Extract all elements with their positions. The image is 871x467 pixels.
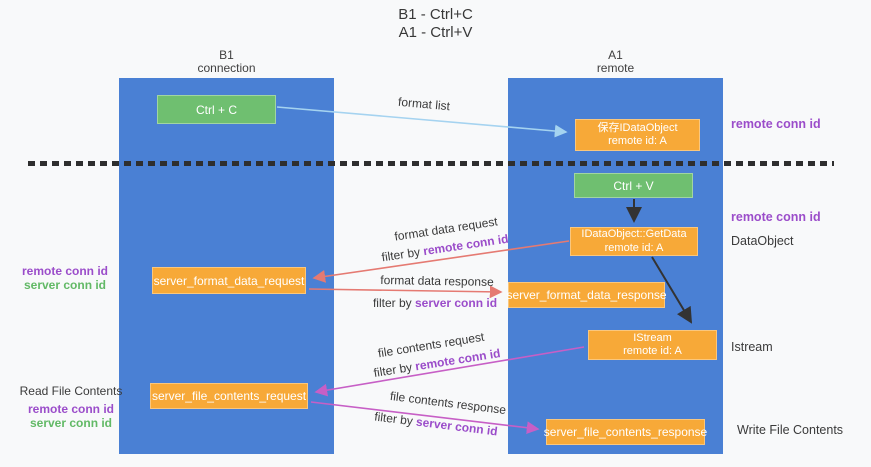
diagram-title: B1 - Ctrl+C A1 - Ctrl+V — [0, 6, 871, 42]
lane-a1-name: A1 — [608, 48, 623, 62]
filter-by-text: filter by — [380, 244, 421, 265]
node-server-format-data-request: server_format_data_request — [152, 267, 306, 294]
lane-header-b1: B1 connection — [119, 49, 334, 75]
title-line-1: B1 - Ctrl+C — [398, 6, 473, 23]
lane-b1-name: B1 — [219, 48, 234, 62]
left-read-file-contents: Read File Contents — [19, 384, 123, 398]
node-istream-line1: IStream — [633, 331, 672, 344]
node-file-request-label: server_file_contents_request — [151, 389, 307, 403]
arrow-format-data-response — [308, 285, 503, 299]
node-ctrl-v: Ctrl + V — [574, 173, 693, 198]
left-server-conn-id-1: server conn id — [23, 278, 107, 292]
lane-a1-role: remote — [596, 61, 635, 75]
node-file-response-label: server_file_contents_response — [543, 425, 708, 439]
node-format-response-label: server_format_data_response — [506, 288, 667, 302]
filter-by-text: filter by — [372, 296, 412, 310]
filter-server-conn-id: server conn id — [415, 296, 498, 310]
node-server-format-data-response: server_format_data_response — [506, 282, 667, 308]
filter-by-text: filter by — [372, 360, 414, 380]
node-format-request-label: server_format_data_request — [153, 273, 305, 288]
node-ctrl-v-label: Ctrl + V — [613, 178, 654, 193]
node-save-dataobject: 保存IDataObject remote id: A — [575, 119, 700, 151]
node-istream-line2: remote id: A — [623, 345, 682, 357]
left-server-conn-id-2: server conn id — [29, 416, 113, 430]
edge-label-format-data-response: format data response — [380, 273, 494, 289]
node-ctrl-c-label: Ctrl + C — [195, 102, 237, 117]
dashed-separator — [28, 161, 834, 166]
right-label-dataobject: DataObject — [731, 234, 794, 248]
node-server-file-contents-request: server_file_contents_request — [150, 383, 308, 409]
node-server-file-contents-response: server_file_contents_response — [543, 419, 708, 445]
edge-label-format-list: format list — [397, 94, 451, 114]
node-getdata-line1: IDataObject::GetData — [581, 228, 687, 240]
filter-server-conn-id: server conn id — [415, 414, 499, 439]
right-label-remote-conn-id-2: remote conn id — [731, 210, 821, 224]
left-label-read-block: Read File Contents remote conn id server… — [15, 384, 127, 430]
node-ctrl-c: Ctrl + C — [157, 95, 276, 124]
node-save-dataobject-line2: remote id: A — [608, 135, 667, 147]
left-remote-conn-id-1: remote conn id — [21, 264, 108, 278]
node-idataobject-getdata: IDataObject::GetData remote id: A — [570, 227, 698, 256]
left-label-conn-ids-1: remote conn id server conn id — [15, 264, 115, 292]
edge-label-filter-server-1: filter by server conn id — [373, 296, 497, 310]
node-getdata-line2: remote id: A — [604, 241, 664, 254]
node-istream: IStream remote id: A — [588, 330, 717, 360]
left-remote-conn-id-2: remote conn id — [27, 402, 114, 416]
lane-b1-role: connection — [197, 61, 256, 75]
right-label-write-file-contents: Write File Contents — [737, 423, 844, 437]
lane-header-a1: A1 remote — [508, 49, 723, 75]
title-line-2: A1 - Ctrl+V — [398, 24, 473, 41]
filter-by-text: filter by — [373, 409, 414, 429]
right-label-istream: Istream — [731, 340, 773, 354]
right-label-remote-conn-id-1: remote conn id — [731, 117, 821, 131]
node-save-dataobject-line1: 保存IDataObject — [597, 121, 678, 134]
